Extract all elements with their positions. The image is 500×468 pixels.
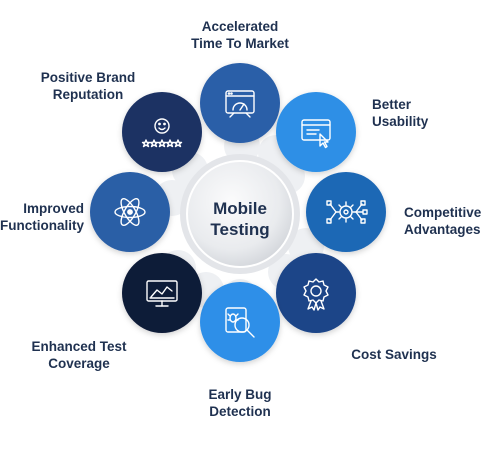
label-competitive: Competitive Advantages: [404, 205, 482, 237]
monitor-chart-icon: [146, 280, 178, 307]
node-circle: [200, 282, 280, 362]
gear-network-icon: [326, 200, 368, 224]
center-title: Mobile Testing: [210, 199, 270, 239]
node-early-bug: [200, 282, 280, 362]
node-circle: [122, 92, 202, 172]
label-usability: Better Usability: [372, 97, 429, 129]
label-accelerated: Accelerated Time To Market: [191, 19, 289, 51]
smiley-stars-icon: [141, 118, 183, 148]
label-brand: Positive Brand Reputation: [40, 70, 136, 102]
node-competitive: [306, 172, 386, 252]
label-cost: Cost Savings: [351, 347, 437, 362]
node-accelerated: [200, 63, 280, 143]
node-coverage: [122, 253, 202, 333]
center-hub: [180, 154, 300, 274]
atom-icon: [114, 198, 146, 226]
browser-cursor-click-icon: [301, 119, 331, 149]
speedometer-browser-icon: [225, 90, 255, 118]
node-brand: [122, 92, 202, 172]
label-functionality: Improved Functionality: [0, 201, 84, 233]
node-cost: [276, 253, 356, 333]
node-circle: [276, 92, 356, 172]
node-usability: [276, 92, 356, 172]
node-circle: [276, 253, 356, 333]
label-early-bug: Early Bug Detection: [208, 387, 272, 419]
bug-magnifier-icon: [225, 307, 255, 338]
node-circle: [306, 172, 386, 252]
award-badge-icon: [303, 278, 329, 311]
label-coverage: Enhanced Test Coverage: [31, 339, 127, 371]
node-functionality: [90, 172, 170, 252]
